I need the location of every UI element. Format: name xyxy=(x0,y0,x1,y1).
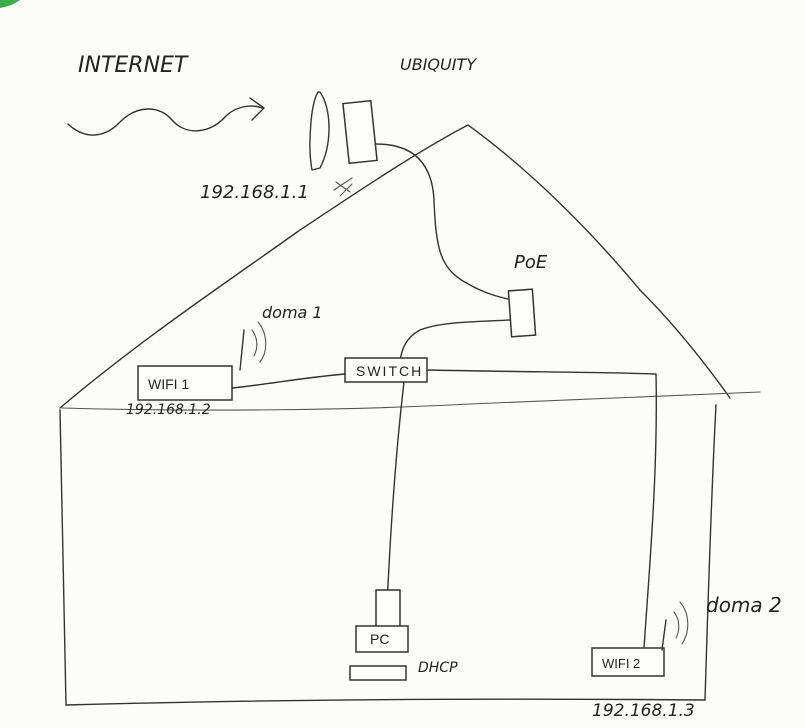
wifi2-ip: 192.168.1.3 xyxy=(592,701,695,721)
wifi2-antenna xyxy=(661,619,667,651)
wifi2-signal-icon xyxy=(673,601,689,645)
poe-label: PoE xyxy=(514,252,548,273)
wifi2-box xyxy=(591,647,665,677)
house-floor xyxy=(65,698,706,706)
ubiquity-ip: 192.168.1.1 xyxy=(200,182,309,203)
ubiquity-label: UBIQUITY xyxy=(400,55,477,74)
ubiquity-dish xyxy=(309,91,378,197)
switch-label: SWITCH xyxy=(356,363,423,379)
switch-box xyxy=(344,357,428,383)
poe-injector xyxy=(507,288,537,338)
wifi1-ip: 192.168.1.2 xyxy=(126,402,211,418)
house-roof-right xyxy=(467,124,731,399)
wifi1-antenna xyxy=(239,329,245,371)
wifi1-signal-icon xyxy=(251,321,267,363)
house-wall-right xyxy=(704,404,717,701)
wifi2-ssid: doma 2 xyxy=(706,593,782,617)
house-wall-left xyxy=(59,409,67,706)
pc-box xyxy=(355,625,409,653)
keyboard-icon xyxy=(349,665,407,681)
wifi2-label: WIFI 2 xyxy=(602,656,640,671)
internet-wave xyxy=(67,105,263,136)
internet-arrow-head xyxy=(249,97,265,121)
cable-switch-wifi1 xyxy=(231,373,346,389)
wifi1-label: WIFI 1 xyxy=(148,376,189,392)
house-attic-line xyxy=(61,391,761,411)
wifi1-ssid: doma 1 xyxy=(262,303,323,322)
pc-tower xyxy=(375,589,401,629)
cable-dish-poe xyxy=(375,143,513,301)
cable-switch-wifi2 xyxy=(426,369,658,649)
corner-mark xyxy=(0,0,20,8)
dhcp-label: DHCP xyxy=(418,660,458,676)
internet-label: INTERNET xyxy=(78,53,189,78)
wifi1-box xyxy=(137,365,233,401)
cable-poe-switch xyxy=(399,319,511,361)
pc-label: PC xyxy=(370,631,389,647)
